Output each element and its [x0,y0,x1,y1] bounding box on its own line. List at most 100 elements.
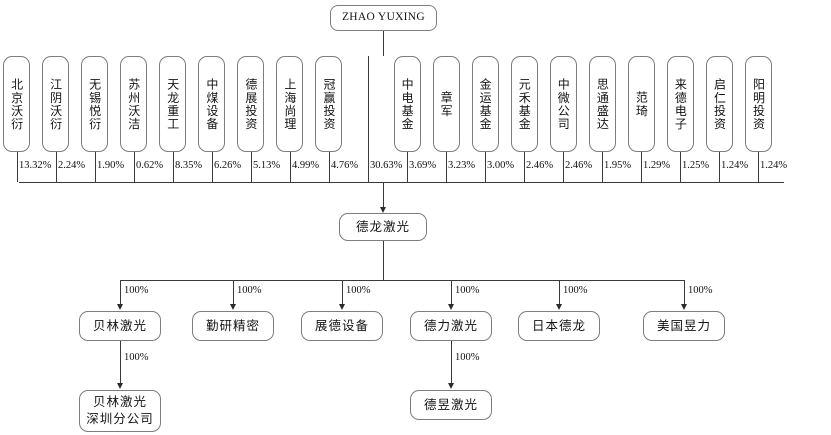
connector-company-to-subsidiary [559,280,560,305]
branch-box[interactable]: 贝林激光深圳分公司 [79,390,161,432]
connector-shareholder-to-bus [134,152,135,182]
shareholder-box[interactable]: 金运基金 [471,56,499,152]
shareholder-percent: 6.26% [214,160,242,171]
subsidiary-box[interactable]: 日本德龙 [518,311,600,341]
shareholder-box[interactable]: 江阴沃衍 [42,56,70,152]
shareholder-box[interactable]: 中电基金 [393,56,421,152]
connector-shareholder-to-bus [329,152,330,182]
connector-shareholder-to-bus [251,152,252,182]
shareholder-label: 思通盛达 [595,77,610,131]
shareholder-percent: 2.46% [565,160,593,171]
subsidiary-percent: 100% [688,285,713,296]
subsidiary-percent: 100% [124,285,149,296]
subsidiary-box[interactable]: 展德设备 [301,311,383,341]
subsidiary-label: 德力激光 [423,318,478,333]
shareholder-label: 冠赢投资 [321,77,336,131]
shareholder-box[interactable]: 思通盛达 [588,56,616,152]
connector-shareholder-to-bus [17,152,18,182]
node-company[interactable]: 德龙激光 [339,213,427,241]
connector-company-to-subsidiary [120,280,121,305]
shareholder-label: 元禾基金 [517,77,532,131]
connector-company-to-subsidiary [233,280,234,305]
shareholder-box[interactable]: 冠赢投资 [315,56,343,152]
shareholder-box[interactable]: 中微公司 [549,56,577,152]
shareholder-percent: 1.90% [97,160,125,171]
shareholder-label: 启仁投资 [712,77,727,131]
shareholder-label: 德展投资 [243,77,258,131]
shareholder-box[interactable]: 启仁投资 [705,56,733,152]
subsidiary-percent: 100% [346,285,371,296]
connector-shareholder-to-bus [446,152,447,182]
arrow-to-branch [117,383,123,389]
connector-shareholder-to-bus [173,152,174,182]
subsidiary-box[interactable]: 贝林激光 [79,311,161,341]
connector-subsidiary-to-branch [120,341,121,384]
shareholder-percent: 0.62% [136,160,164,171]
arrow-bus-to-company [380,207,386,213]
node-root-shareholder[interactable]: ZHAO YUXING [330,5,437,31]
connector-root-stem [368,56,369,182]
shareholder-label: 中微公司 [556,77,571,131]
shareholder-label: 江阴沃衍 [48,77,63,131]
connector-shareholder-to-bus [95,152,96,182]
branch-label-line2: 深圳分公司 [86,412,154,426]
shareholder-label: 范琦 [634,90,649,118]
subsidiary-box[interactable]: 德力激光 [410,311,492,341]
subsidiary-bus-line [120,280,685,281]
arrow-to-subsidiary [117,304,123,310]
subsidiary-box[interactable]: 美国昱力 [643,311,725,341]
subsidiary-percent: 100% [237,285,262,296]
shareholder-percent: 8.35% [175,160,203,171]
shareholder-percent: 1.24% [721,160,749,171]
shareholder-percent: 3.00% [487,160,515,171]
shareholder-label: 来德电子 [673,77,688,131]
connector-shareholder-to-bus [212,152,213,182]
connector-company-to-subsidiary [342,280,343,305]
connector-shareholder-to-bus [407,152,408,182]
shareholder-percent: 3.69% [409,160,437,171]
branch-box[interactable]: 德昱激光 [410,390,492,420]
connector-company-to-bus [383,241,384,280]
branch-percent: 100% [455,352,480,363]
shareholder-box[interactable]: 中煤设备 [198,56,226,152]
shareholder-box[interactable]: 苏州沃洁 [120,56,148,152]
shareholder-label: 苏州沃洁 [126,77,141,131]
node-root-label: ZHAO YUXING [341,11,426,24]
shareholder-box[interactable]: 上海尚理 [276,56,304,152]
arrow-to-branch [448,383,454,389]
shareholder-bus-line [19,182,784,183]
shareholder-percent: 3.23% [448,160,476,171]
connector-shareholder-to-bus [56,152,57,182]
arrow-to-subsidiary [681,304,687,310]
shareholder-box[interactable]: 无锡悦衍 [81,56,109,152]
connector-shareholder-to-bus [758,152,759,182]
arrow-to-subsidiary [339,304,345,310]
shareholder-box[interactable]: 德展投资 [237,56,265,152]
shareholder-box[interactable]: 来德电子 [666,56,694,152]
shareholder-percent: 1.24% [760,160,788,171]
connector-company-to-subsidiary [684,280,685,305]
shareholder-percent: 30.63% [370,160,403,171]
subsidiary-percent: 100% [455,285,480,296]
shareholder-percent: 4.76% [331,160,359,171]
connector-shareholder-to-bus [563,152,564,182]
arrow-to-subsidiary [230,304,236,310]
shareholder-box[interactable]: 章军 [432,56,460,152]
shareholder-box[interactable]: 元禾基金 [510,56,538,152]
subsidiary-label: 日本德龙 [531,318,586,333]
branch-label-line1: 德昱激光 [423,397,478,412]
shareholder-percent: 1.29% [643,160,671,171]
shareholder-label: 上海尚理 [282,77,297,131]
shareholder-label: 无锡悦衍 [87,77,102,131]
shareholder-box[interactable]: 北京沃衍 [3,56,30,152]
shareholder-box[interactable]: 范琦 [627,56,655,152]
shareholder-percent: 13.32% [19,160,52,171]
shareholder-label: 北京沃衍 [9,77,24,131]
subsidiary-label: 美国昱力 [656,318,711,333]
shareholder-percent: 2.24% [58,160,86,171]
subsidiary-box[interactable]: 勤研精密 [192,311,274,341]
shareholder-box[interactable]: 天龙重工 [159,56,187,152]
shareholder-label: 章军 [439,90,454,118]
connector-shareholder-to-bus [602,152,603,182]
shareholder-box[interactable]: 阳明投资 [744,56,772,152]
